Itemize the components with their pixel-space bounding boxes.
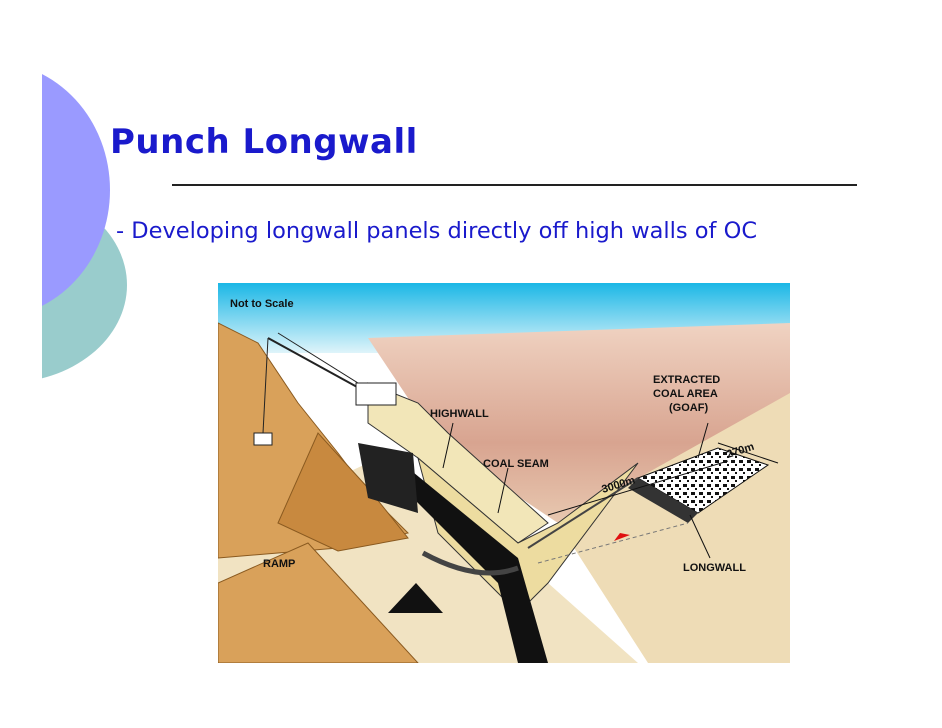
slide-title: Punch Longwall bbox=[110, 122, 418, 162]
label-not-to-scale: Not to Scale bbox=[230, 298, 294, 310]
mining-direction-arrow bbox=[614, 533, 630, 541]
conveyor-arc bbox=[421, 550, 519, 576]
callout-goaf bbox=[697, 422, 709, 459]
label-longwall: LONGWALL bbox=[683, 562, 746, 574]
label-extracted: EXTRACTED bbox=[653, 374, 720, 386]
gateroad-lower bbox=[537, 522, 689, 564]
goaf-area bbox=[636, 447, 770, 514]
punch-longwall-diagram: Not to Scale HIGHWALL COAL SEAM EXTRACTE… bbox=[218, 283, 790, 663]
label-coal-area: COAL AREA bbox=[653, 388, 718, 400]
callout-longwall bbox=[689, 514, 711, 559]
longwall-face bbox=[628, 478, 698, 523]
label-goaf: (GOAF) bbox=[669, 402, 708, 414]
coal-stockpile bbox=[388, 583, 443, 613]
label-highwall: HIGHWALL bbox=[430, 408, 489, 420]
stockpile-dark bbox=[358, 443, 418, 513]
callout-coal-seam bbox=[497, 467, 509, 514]
spoil-pile-lower bbox=[218, 542, 419, 663]
dimension-270-line bbox=[717, 442, 779, 464]
dimension-3000-line bbox=[547, 460, 729, 516]
label-ramp: RAMP bbox=[263, 558, 295, 570]
label-coal-seam: COAL SEAM bbox=[483, 458, 549, 470]
gateroad-upper bbox=[527, 477, 639, 549]
highwall-face bbox=[367, 382, 549, 544]
bullet-text: - Developing longwall panels directly of… bbox=[116, 218, 758, 244]
pit-background bbox=[368, 323, 790, 523]
callout-highwall bbox=[442, 422, 454, 469]
title-underline bbox=[172, 184, 857, 186]
coal-seam-black bbox=[398, 468, 548, 663]
spoil-pile-mid bbox=[277, 432, 409, 552]
dragline bbox=[253, 332, 397, 446]
